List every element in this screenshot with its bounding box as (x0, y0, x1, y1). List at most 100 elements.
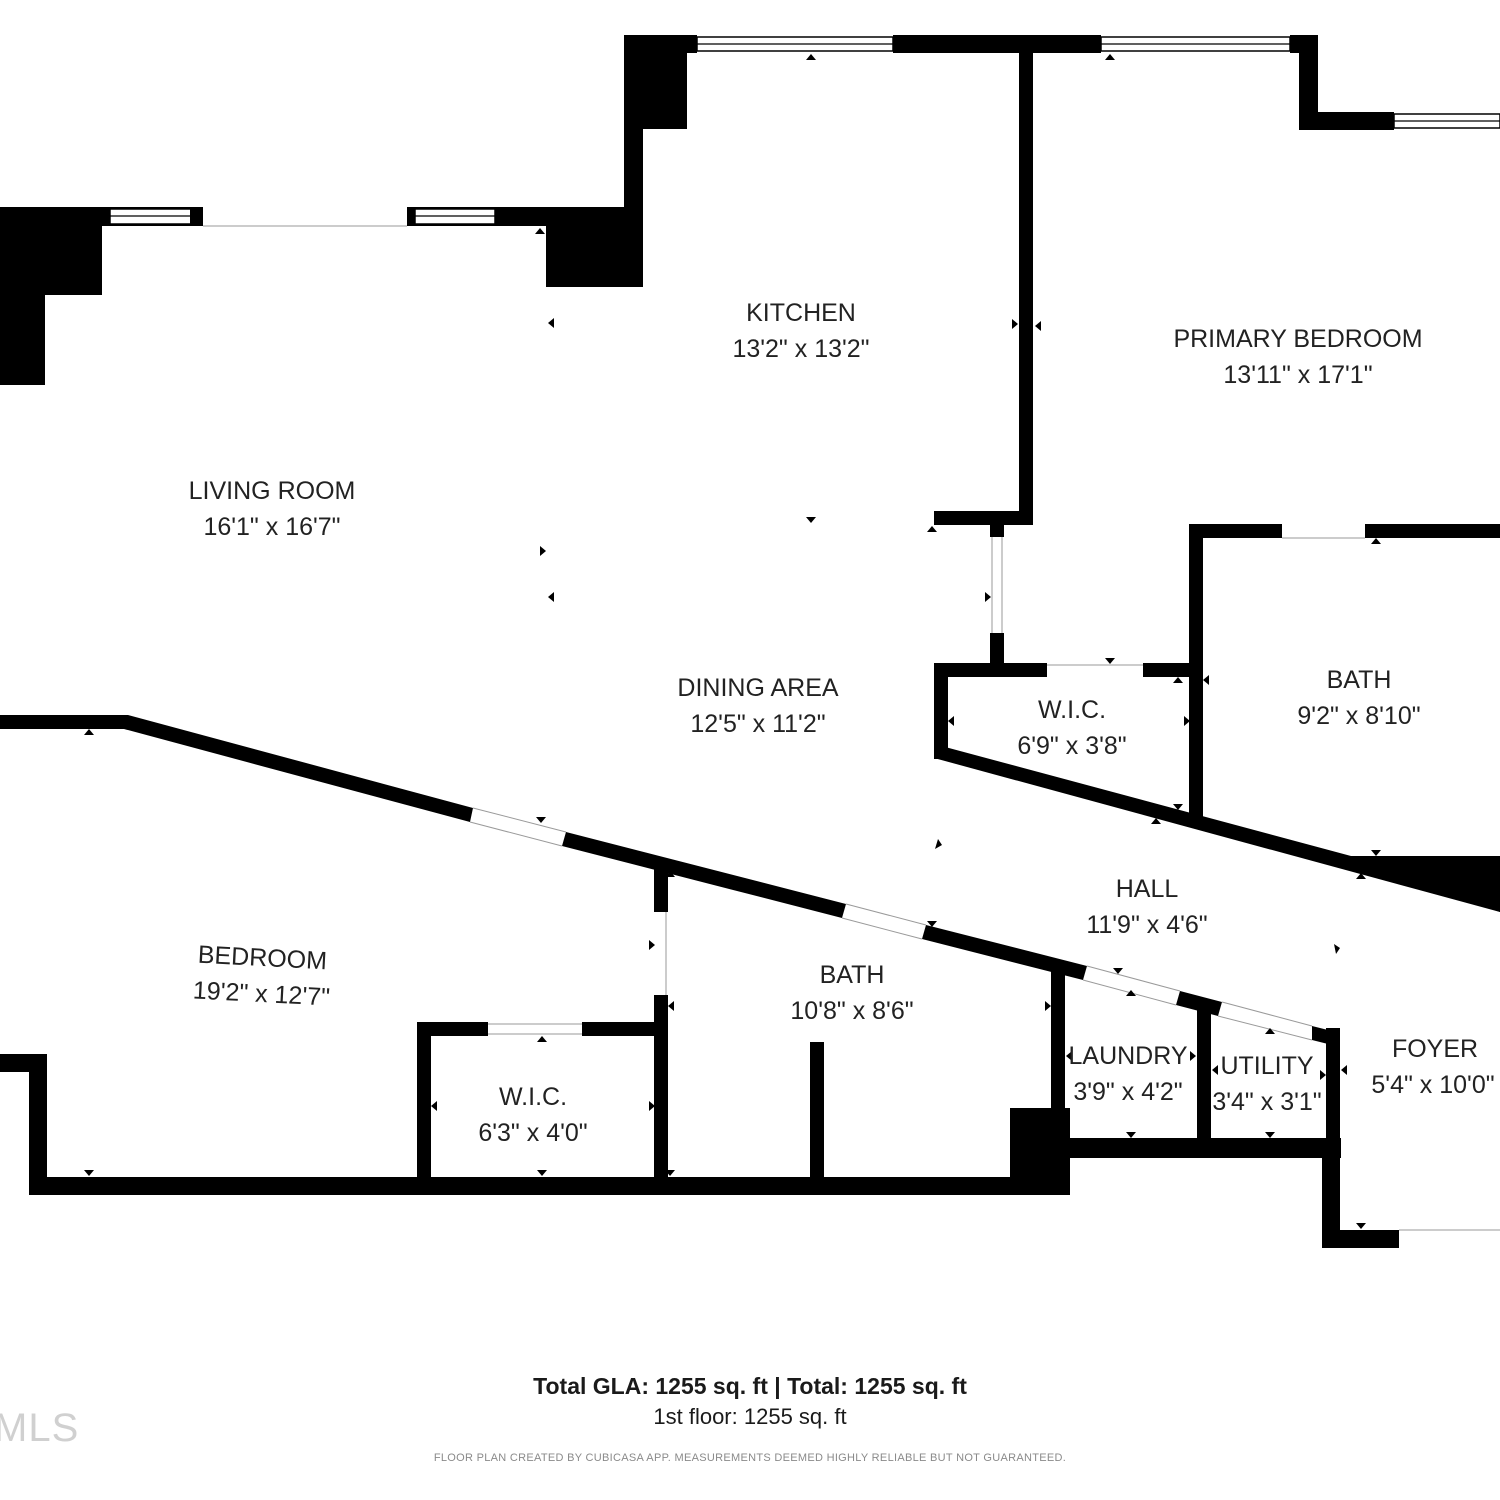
wall-bedroom-top-b (1299, 112, 1394, 130)
room-name: W.I.C. (499, 1083, 567, 1111)
wall-diagonal-upper (934, 744, 1500, 912)
wall-bedroom-step (1299, 35, 1318, 130)
wall-wic-left (934, 663, 948, 759)
wall-bath-top-a (1189, 524, 1282, 538)
total-area: Total GLA: 1255 sq. ft | Total: 1255 sq.… (533, 1373, 967, 1399)
marker (668, 1001, 674, 1011)
room-name: UTILITY (1220, 1052, 1313, 1080)
wall-foyer-left (1322, 1140, 1340, 1248)
marker (1012, 319, 1018, 329)
marker (1066, 1051, 1072, 1061)
room-name: HALL (1116, 875, 1179, 903)
room-dimensions: 13'2" x 13'2" (732, 335, 869, 363)
room-dimensions: 6'3" x 4'0" (478, 1119, 587, 1147)
wall-bath-corner-block (1345, 856, 1500, 912)
marker (1341, 1065, 1347, 1075)
wall-kitchen-corner-block (624, 35, 687, 129)
wall-bottom (29, 1177, 1070, 1195)
marker (1126, 990, 1136, 996)
marker (806, 54, 816, 60)
marker (1212, 1065, 1218, 1075)
room-dimensions: 16'1" x 16'7" (203, 513, 340, 541)
room-name: KITCHEN (746, 299, 856, 327)
marker (1356, 1223, 1366, 1229)
room-hall: HALL 11'9" x 4'6" (1086, 875, 1207, 939)
door-bedroom-diag-a (472, 807, 567, 833)
marker (431, 1101, 437, 1111)
windows (102, 35, 1500, 226)
room-living-room: LIVING ROOM 16'1" x 16'7" (189, 477, 356, 541)
window-primary-bedroom-right (1393, 113, 1500, 129)
room-dimensions: 19'2" x 12'7" (192, 976, 330, 1011)
marker (665, 871, 675, 877)
room-name: PRIMARY BEDROOM (1173, 325, 1422, 353)
wall-laundry-bottom (1051, 1138, 1341, 1158)
marker (1173, 804, 1183, 810)
room-dimensions: 11'9" x 4'6" (1086, 911, 1207, 939)
wall-bedroom-top-left (0, 715, 128, 729)
wall-wic-top-post (990, 511, 1004, 537)
door-bath-diag-a (845, 903, 927, 926)
marker (1113, 968, 1123, 974)
room-bedroom: BEDROOM 19'2" x 12'7" (192, 941, 330, 1012)
window-primary-bedroom (1098, 35, 1291, 53)
marker (1151, 818, 1161, 824)
wall-kitchen-bottom-stub (934, 511, 1033, 525)
window-kitchen (687, 35, 894, 53)
wall-wic2-top-a (417, 1022, 488, 1036)
wall-bedroom-left (29, 1054, 47, 1195)
window-living-right (407, 207, 496, 226)
room-name: LIVING ROOM (189, 477, 356, 505)
wall-wic2-left (417, 1022, 431, 1195)
marker (535, 228, 545, 234)
room-primary-bedroom: PRIMARY BEDROOM 13'11" x 17'1" (1173, 325, 1422, 389)
marker (1035, 321, 1041, 331)
wall-foyer-bottom (1322, 1230, 1399, 1248)
door-bedroom-diag-b (469, 821, 563, 847)
room-foyer: FOYER 5'4" x 10'0" (1371, 1035, 1494, 1099)
wall-diagonal-bedroom-a (124, 715, 473, 822)
marker (1356, 873, 1366, 879)
wall-kitchen-bedroom-divider (1019, 35, 1033, 525)
room-dimensions: 12'5" x 11'2" (690, 710, 825, 738)
room-name: BEDROOM (197, 941, 327, 976)
marker (985, 592, 991, 602)
room-name: DINING AREA (677, 674, 838, 702)
marker (935, 839, 942, 849)
marker (537, 1036, 547, 1042)
room-dimensions: 6'9" x 3'8" (1017, 732, 1126, 760)
wall-wic2-top-b (582, 1022, 668, 1036)
wall-bath-top-b (1365, 524, 1500, 538)
room-labels: KITCHEN 13'2" x 13'2" PRIMARY BEDROOM 13… (189, 299, 1495, 1147)
wall-bedroom-bath-upper (654, 860, 668, 912)
wall-living-corner-upper (0, 207, 102, 295)
marker (1334, 944, 1340, 954)
wall-diagonal-bedroom-b (562, 832, 846, 918)
marker (1105, 54, 1115, 60)
marker (1184, 716, 1190, 726)
marker (665, 1170, 675, 1176)
marker (1203, 675, 1209, 685)
marker (1265, 1028, 1275, 1034)
wall-bedroom-bath-lower (654, 995, 668, 1195)
marker (1190, 1051, 1196, 1061)
room-name: BATH (1327, 666, 1392, 694)
wall-bath-stub (810, 1042, 824, 1195)
room-dimensions: 3'9" x 4'2" (1073, 1078, 1182, 1106)
room-dimensions: 13'11" x 17'1" (1223, 361, 1372, 389)
marker (548, 592, 554, 602)
door-utility-diag-b (1217, 1015, 1313, 1041)
room-wic-bedroom: W.I.C. 6'3" x 4'0" (478, 1083, 587, 1147)
wall-laundry-utility-divider (1197, 1005, 1211, 1158)
marker (927, 921, 937, 927)
wall-diagonal-bath-a (922, 925, 1087, 980)
marker (649, 1101, 655, 1111)
marker (649, 940, 655, 950)
marker (927, 526, 937, 532)
marker (548, 318, 554, 328)
room-dimensions: 5'4" x 10'0" (1371, 1071, 1494, 1099)
room-dimensions: 9'2" x 8'10" (1297, 702, 1420, 730)
room-bath-hall: BATH 10'8" x 8'6" (790, 961, 913, 1025)
marker (806, 517, 816, 523)
